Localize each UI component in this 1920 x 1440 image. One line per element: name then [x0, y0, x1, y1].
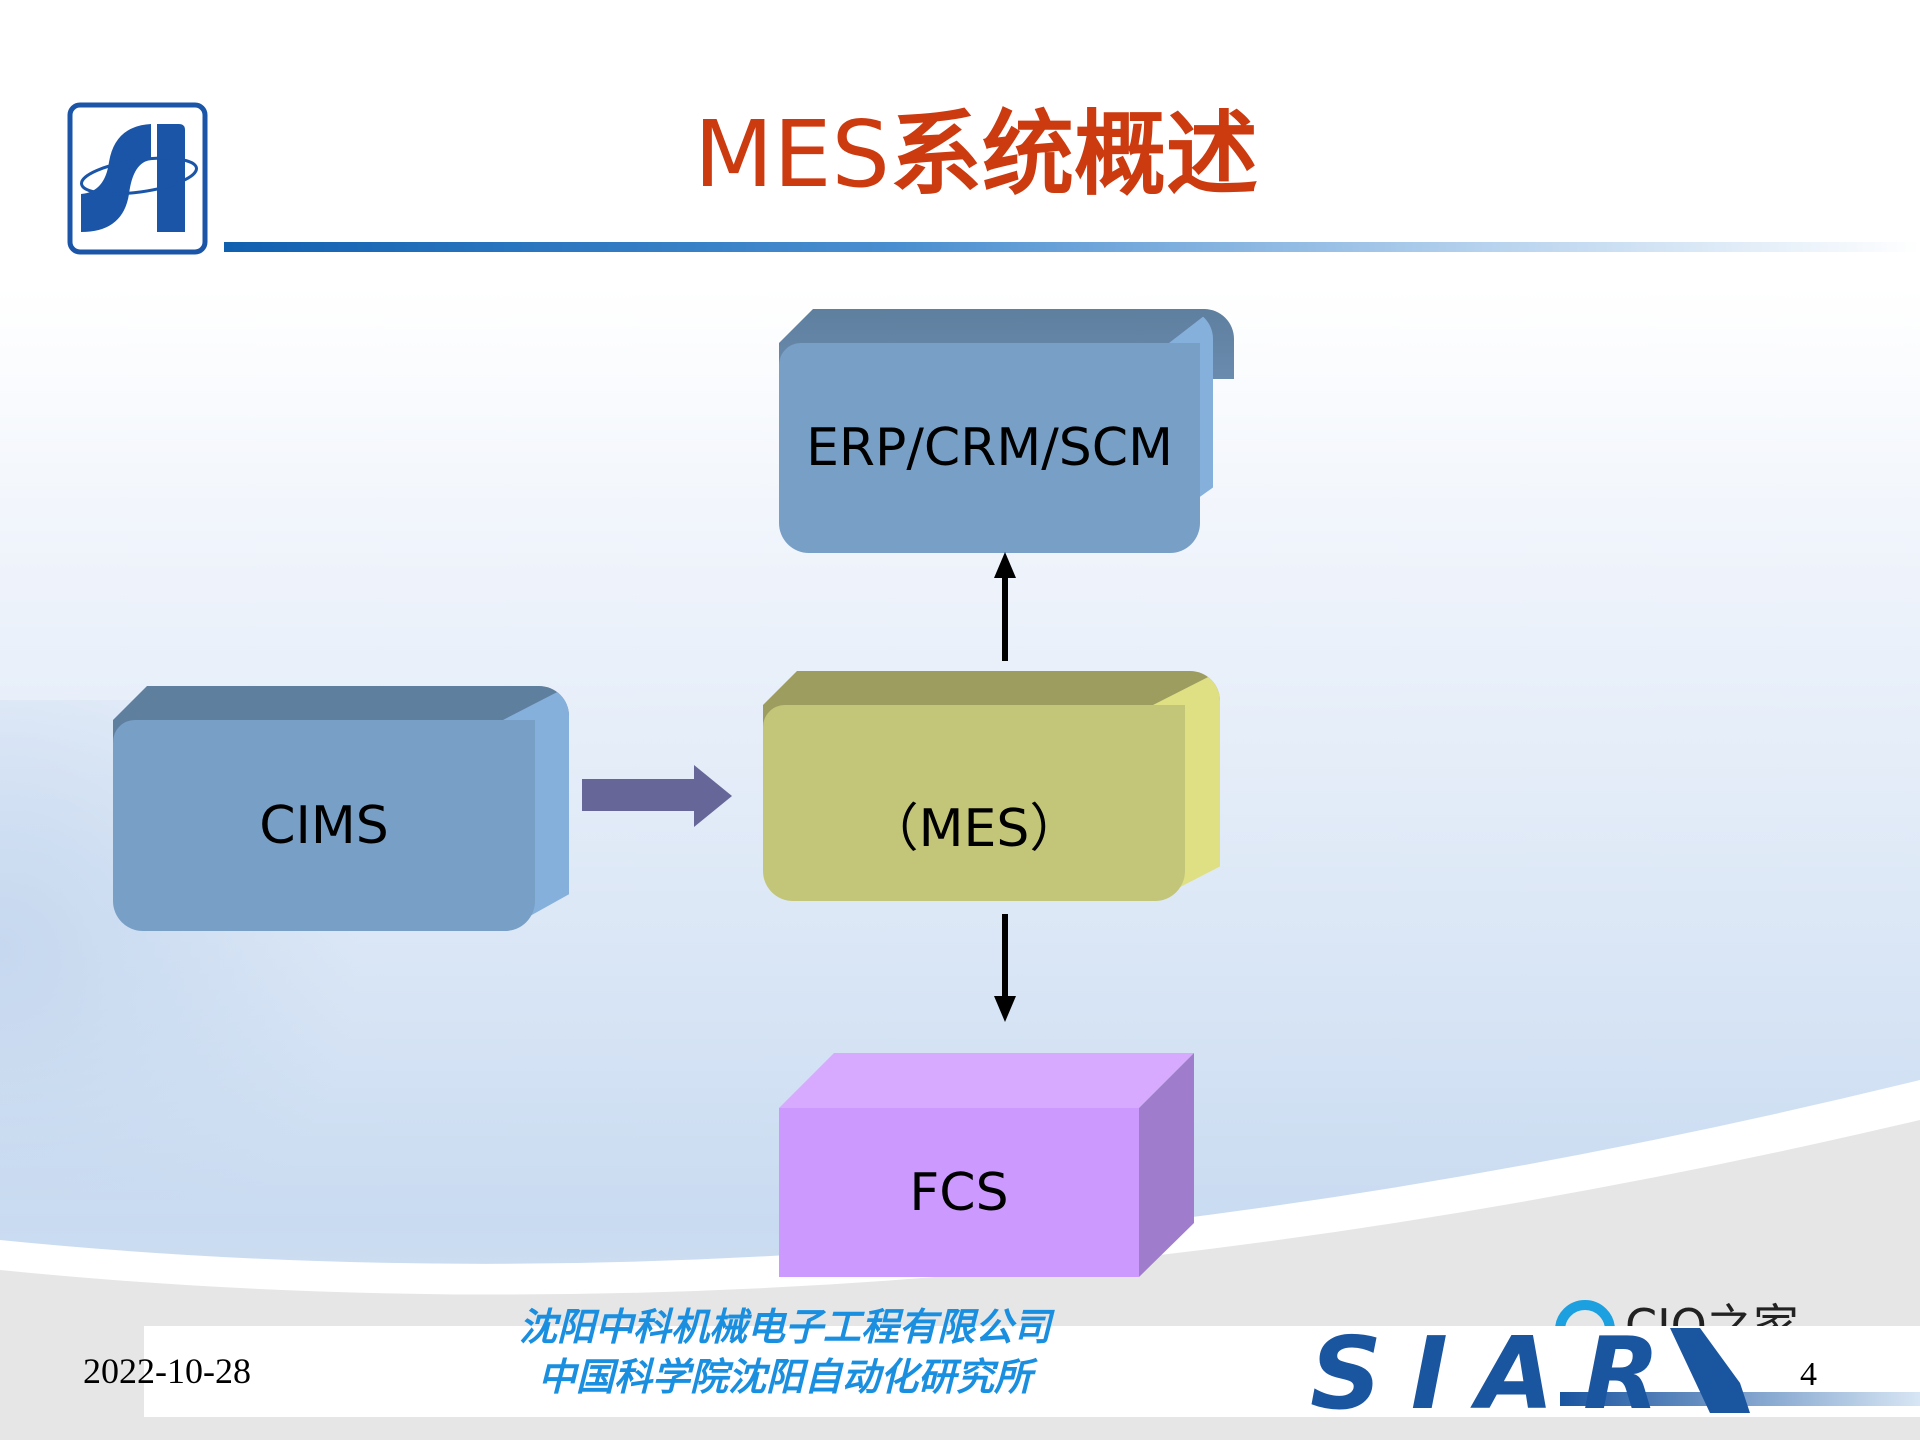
- siari-logo: SIAR: [1310, 1328, 1750, 1414]
- slide-date: 2022-10-28: [83, 1351, 251, 1391]
- cims-label: CIMS: [113, 720, 535, 931]
- arrow-cims-to-mes: [582, 765, 732, 827]
- svg-text:SIAR: SIAR: [1310, 1328, 1660, 1414]
- arrow-mes-to-fcs: [994, 914, 1016, 1022]
- org-name-1: 沈阳中科机械电子工程有限公司: [518, 1304, 1051, 1349]
- mes-label: （MES）: [763, 705, 1185, 901]
- fcs-label: FCS: [909, 1162, 1009, 1223]
- institute-logo: [67, 102, 208, 255]
- fcs-box: [779, 1053, 1194, 1277]
- arrow-mes-to-erp: [994, 552, 1016, 661]
- watermark: CIO之家: [1555, 1290, 1799, 1326]
- title-rule: [224, 242, 1920, 252]
- erp-label: ERP/CRM/SCM: [779, 343, 1200, 553]
- org-name-2: 中国科学院沈阳自动化研究所: [537, 1354, 1032, 1399]
- page-number: 4: [1800, 1356, 1817, 1393]
- slide-title: MES系统概述: [694, 100, 1258, 208]
